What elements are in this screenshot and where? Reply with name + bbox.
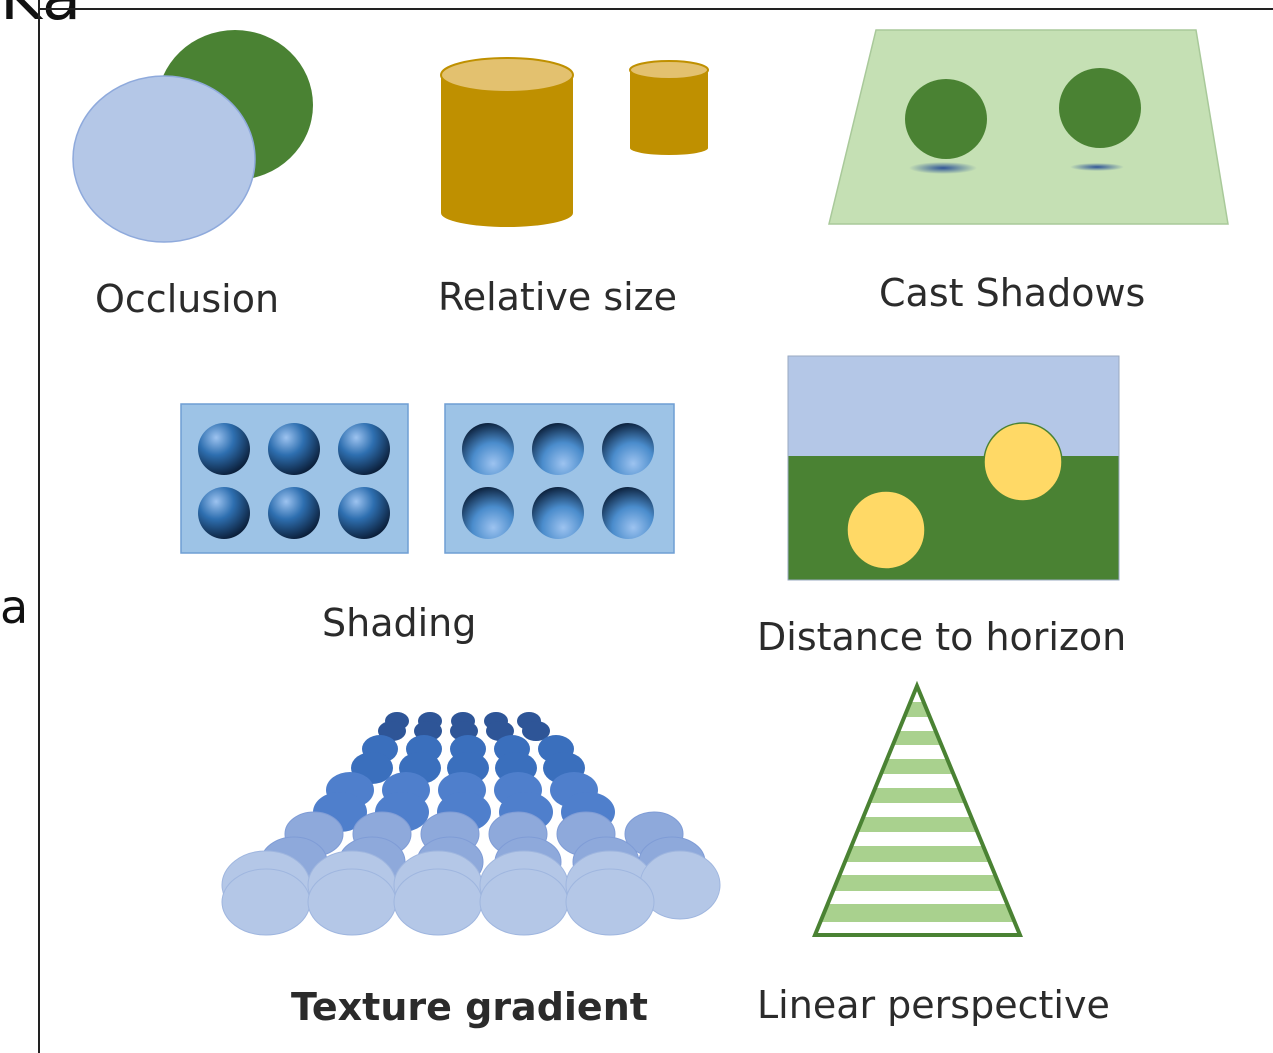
caption-shading: Shading (322, 601, 477, 645)
cropped-text-fragment-middle: a (0, 580, 29, 634)
caption-relative-size: Relative size (438, 275, 678, 319)
texture-gradient-illustration (221, 712, 721, 936)
caption-cast-shadows: Cast Shadows (879, 271, 1146, 315)
caption-linear-perspective: Linear perspective (757, 983, 1110, 1027)
occlusion-illustration (72, 30, 313, 243)
caption-occlusion: Occlusion (95, 277, 280, 321)
caption-texture-gradient: Texture gradient (291, 985, 648, 1029)
linear-perspective-illustration (812, 680, 1023, 937)
left-border-line (38, 0, 40, 1053)
cast-shadows-illustration (828, 29, 1229, 225)
shading-illustration (180, 403, 675, 554)
caption-distance-to-horizon: Distance to horizon (757, 615, 1127, 659)
distance-to-horizon-illustration (787, 355, 1120, 581)
relative-size-illustration (440, 57, 709, 227)
top-border-line (38, 8, 1273, 10)
cropped-text-fragment-top: Ka (0, 0, 82, 30)
